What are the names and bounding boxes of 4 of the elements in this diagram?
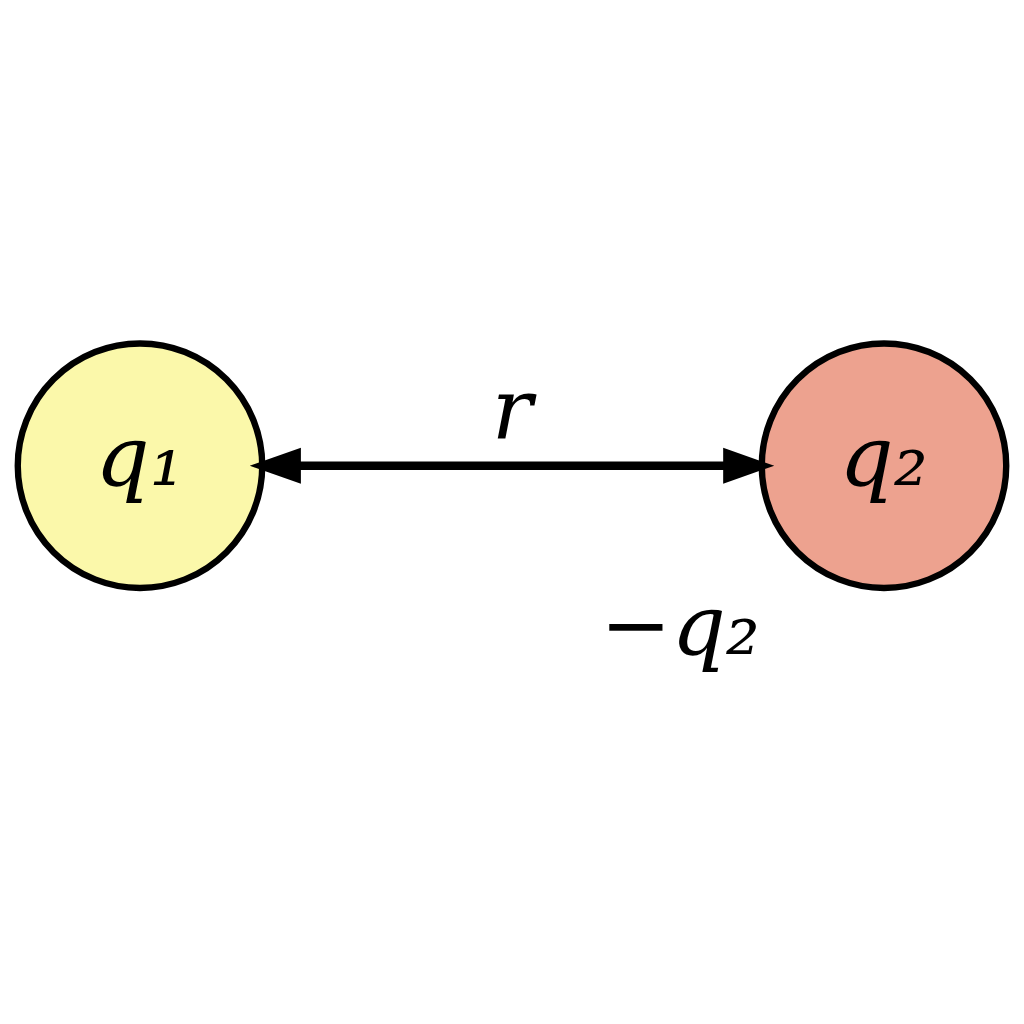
node-label: −q₂ — [600, 574, 760, 674]
node-circle: q₂ — [758, 339, 1010, 591]
arrow — [249, 447, 775, 484]
node-circle: q₁ — [14, 339, 266, 591]
